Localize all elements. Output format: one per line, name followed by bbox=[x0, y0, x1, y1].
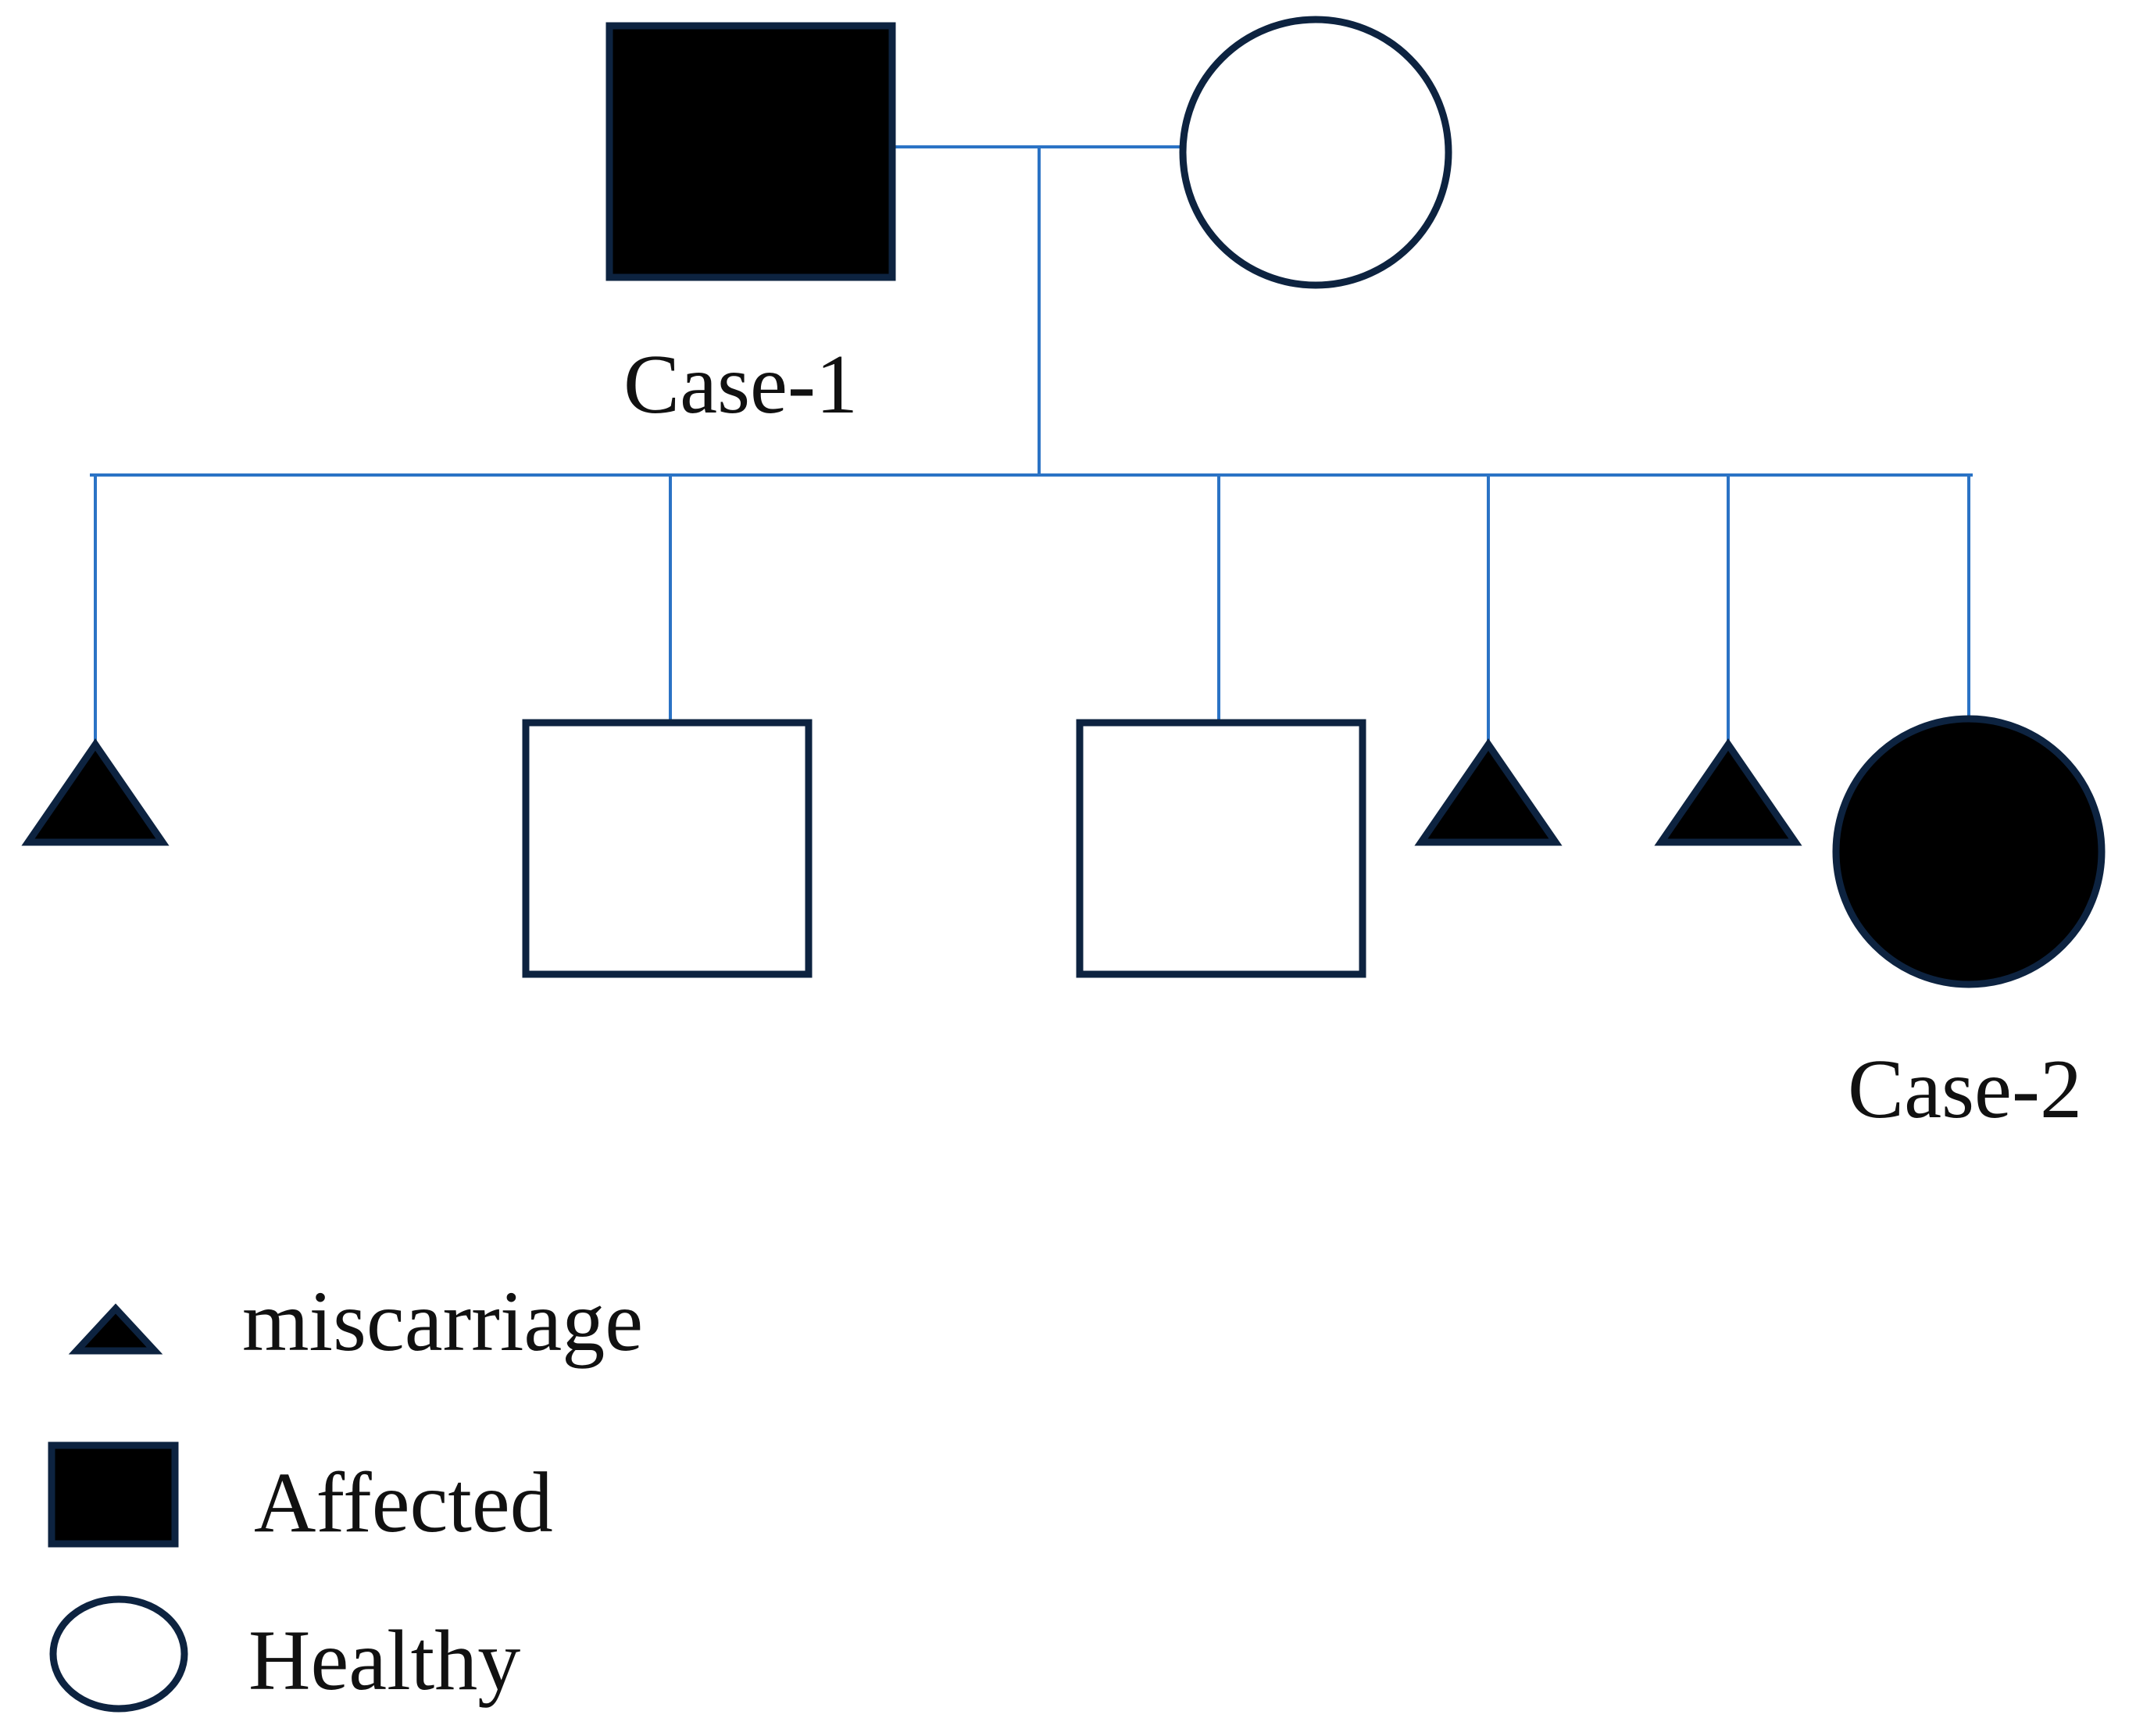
child-1-miscarriage-triangle bbox=[21, 738, 170, 846]
child-6-affected-circle bbox=[1832, 715, 2106, 988]
triangle-icon bbox=[68, 1303, 163, 1355]
generation-1: Case-1 bbox=[605, 16, 1452, 431]
father-affected-square bbox=[605, 22, 896, 281]
case-1-label: Case-1 bbox=[623, 338, 858, 431]
legend-affected-label: Affected bbox=[254, 1455, 553, 1550]
generation-2: Case-2 bbox=[21, 715, 2106, 1136]
legend-miscarriage-label: miscarriage bbox=[242, 1273, 643, 1369]
mother-healthy-circle bbox=[1179, 16, 1452, 289]
legend-healthy-label: Healthy bbox=[248, 1613, 520, 1708]
child-5-miscarriage-triangle bbox=[1654, 738, 1802, 846]
legend: miscarriage Affected Healthy bbox=[48, 1273, 643, 1713]
child-2-healthy-square bbox=[522, 719, 813, 978]
child-3-healthy-square bbox=[1076, 719, 1366, 978]
filled-square-icon bbox=[48, 1441, 179, 1548]
pedigree-connectors bbox=[90, 145, 1973, 742]
case-2-label: Case-2 bbox=[1848, 1043, 2082, 1136]
open-circle-icon bbox=[49, 1595, 188, 1713]
child-4-miscarriage-triangle bbox=[1414, 738, 1563, 846]
